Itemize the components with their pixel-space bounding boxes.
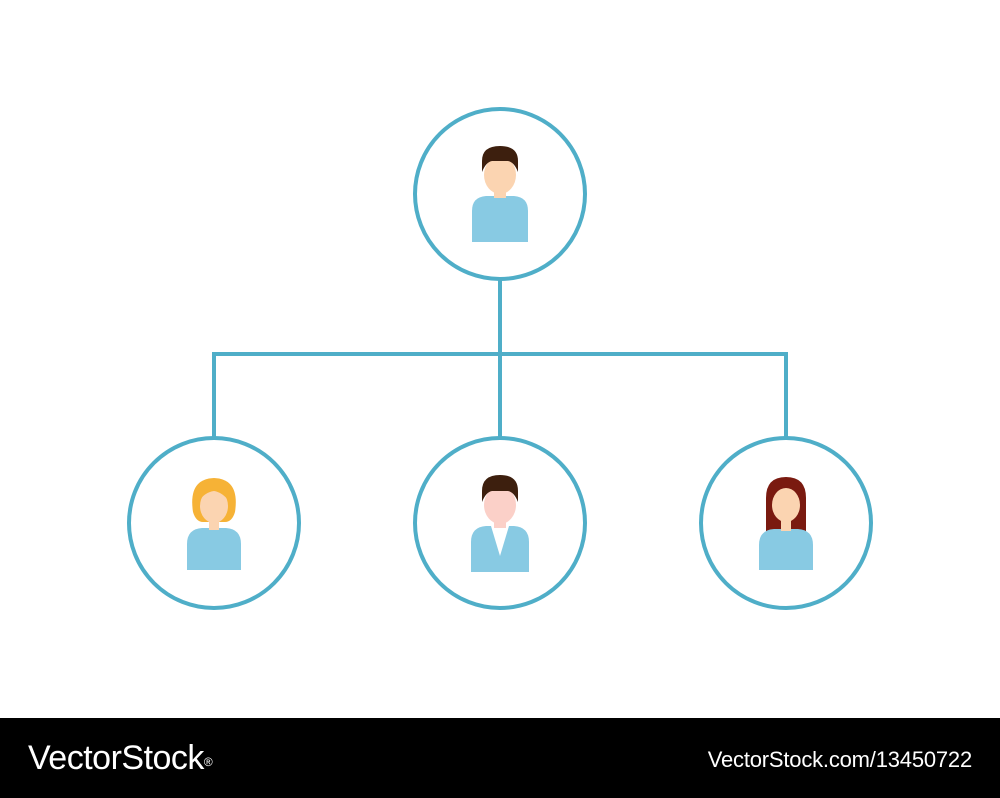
hair	[482, 475, 518, 502]
brand-text: VectorStock	[28, 739, 204, 777]
businessman-avatar-icon	[471, 475, 529, 572]
watermark-footer: VectorStock® VectorStock.com/13450722	[0, 718, 1000, 798]
shirt	[472, 196, 528, 242]
connectors	[212, 280, 788, 439]
face	[484, 156, 516, 194]
face	[200, 489, 228, 523]
long-hair-woman-avatar-icon	[759, 477, 813, 570]
hair-bangs	[198, 484, 230, 502]
hair-part	[771, 482, 801, 500]
shirt	[187, 528, 241, 570]
neck	[781, 516, 791, 531]
image-id-text: VectorStock.com/13450722	[707, 747, 972, 772]
child-node-left	[127, 436, 301, 610]
blonde-woman-avatar-icon	[187, 478, 241, 570]
collar	[491, 526, 509, 556]
shirt	[759, 529, 813, 570]
org-chart-diagram	[127, 107, 873, 610]
face	[484, 486, 516, 524]
root-node	[413, 107, 587, 281]
vectorstock-logo: VectorStock®	[28, 738, 213, 778]
man-avatar-icon	[472, 146, 528, 242]
child-node-right	[699, 436, 873, 610]
child-node-center	[413, 436, 587, 610]
face	[772, 488, 800, 522]
registered-mark: ®	[203, 755, 213, 769]
hair	[482, 146, 518, 172]
